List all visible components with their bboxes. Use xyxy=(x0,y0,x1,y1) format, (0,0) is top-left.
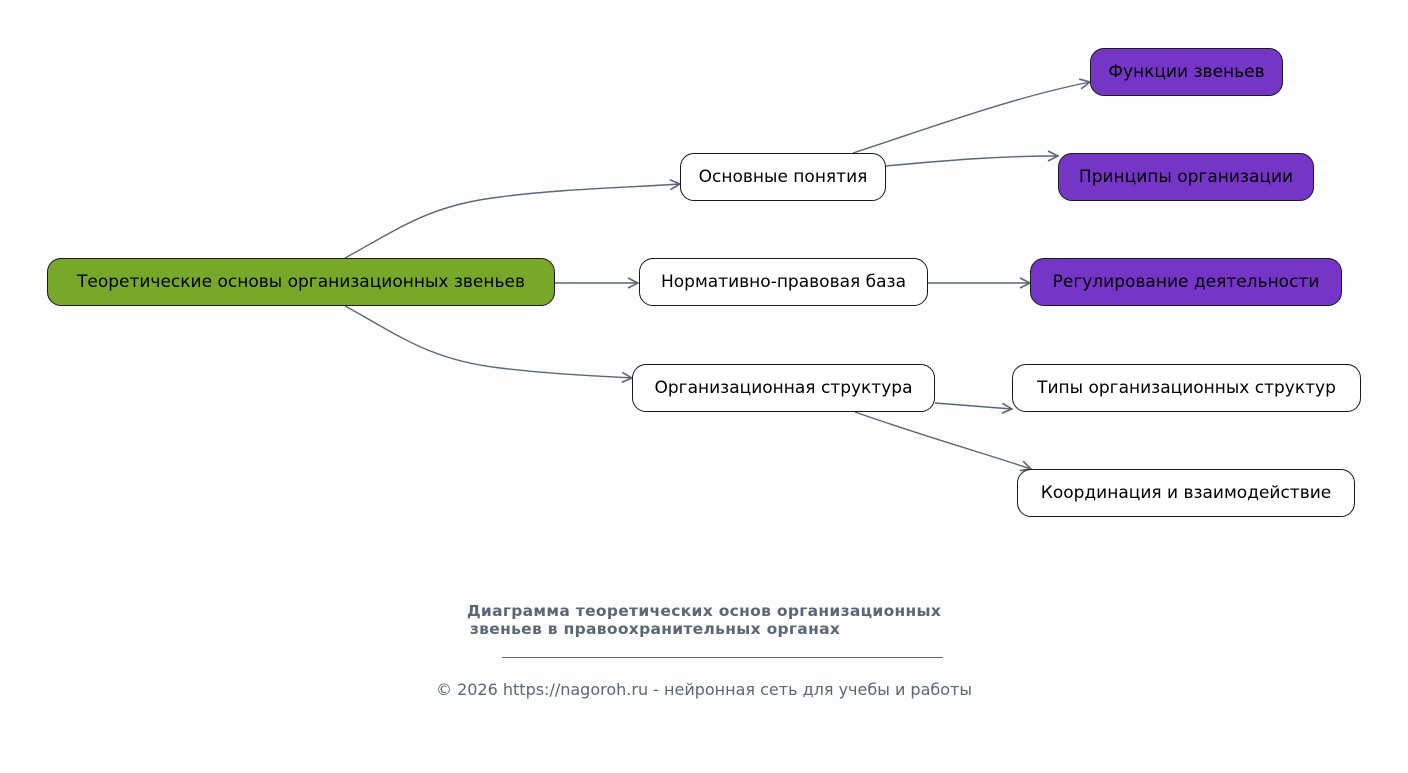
edge-root-n1 xyxy=(344,184,680,259)
node-label: Координация и взаимодействие xyxy=(1040,483,1332,503)
node-label: Типы организационных структур xyxy=(1037,378,1336,398)
node-root[interactable]: Теоретические основы организационных зве… xyxy=(47,258,555,306)
node-label: Основные понятия xyxy=(698,167,868,187)
node-label: Нормативно-правовая база xyxy=(660,272,906,292)
footer-copyright: © 2026 https://nagoroh.ru - нейронная се… xyxy=(435,680,972,699)
node-org-structure[interactable]: Организационная структура xyxy=(632,364,935,412)
edge-n1-n1a xyxy=(852,82,1090,154)
node-label: Регулирование деятельности xyxy=(1052,272,1320,292)
node-activity-regulation[interactable]: Регулирование деятельности xyxy=(1030,258,1342,306)
diagram-title: Диаграмма теоретических основ организаци… xyxy=(0,602,1408,638)
node-coordination[interactable]: Координация и взаимодействие xyxy=(1017,469,1355,517)
diagram-title-line2: звеньев в правоохранительных органах xyxy=(469,620,841,638)
diagram-title-line1: Диаграмма теоретических основ организаци… xyxy=(466,602,942,620)
node-unit-functions[interactable]: Функции звеньев xyxy=(1090,48,1283,96)
edge-n1-n1b xyxy=(885,156,1058,167)
title-divider xyxy=(502,657,943,658)
edge-root-n3 xyxy=(344,305,632,378)
edge-n3-n3a xyxy=(934,402,1012,409)
node-label: Функции звеньев xyxy=(1108,62,1265,82)
node-basic-concepts[interactable]: Основные понятия xyxy=(680,153,886,201)
node-label: Организационная структура xyxy=(654,378,913,398)
node-structure-types[interactable]: Типы организационных структур xyxy=(1012,364,1361,412)
node-legal-basis[interactable]: Нормативно-правовая база xyxy=(639,258,928,306)
edge-n3-n3b xyxy=(854,411,1031,469)
node-label: Принципы организации xyxy=(1078,167,1294,187)
node-org-principles[interactable]: Принципы организации xyxy=(1058,153,1314,201)
node-label: Теоретические основы организационных зве… xyxy=(76,272,525,292)
